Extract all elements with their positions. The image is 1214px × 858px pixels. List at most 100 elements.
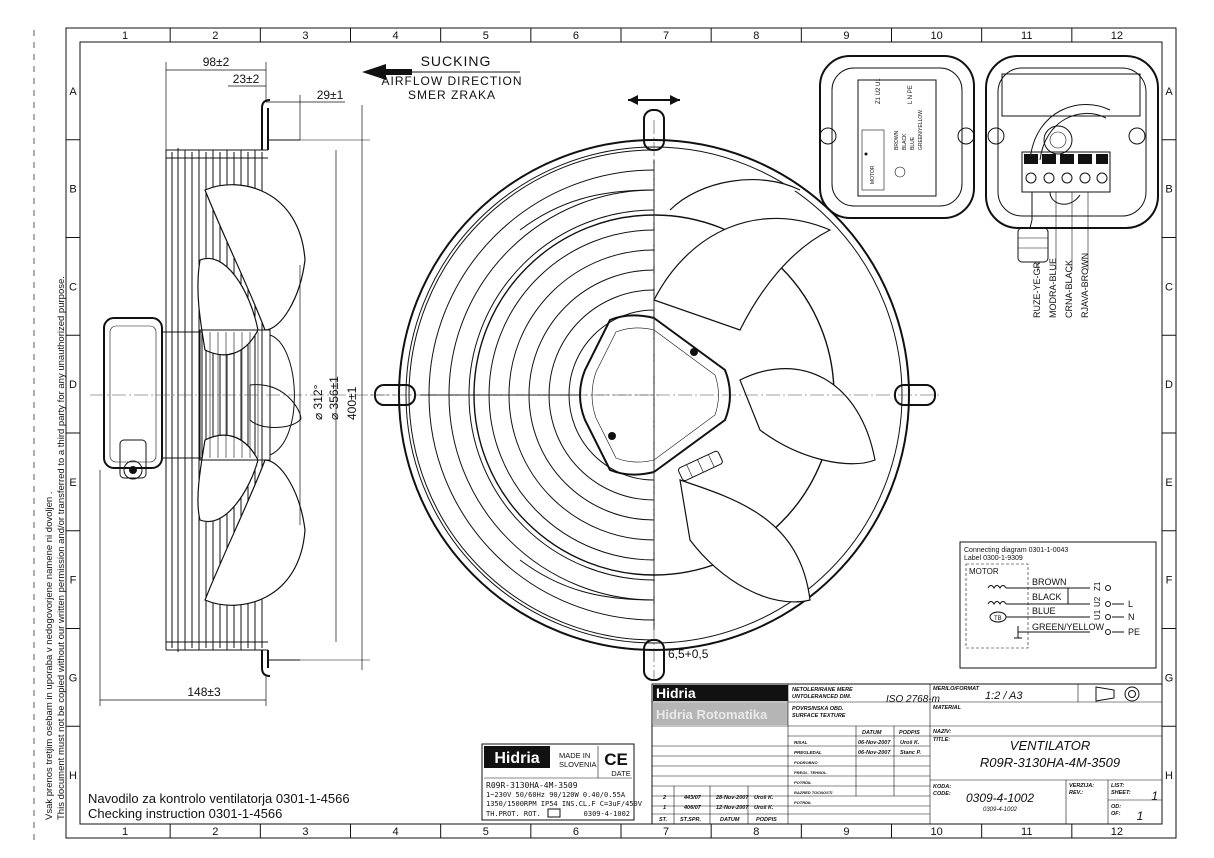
grid-row-right-F: F	[1166, 575, 1173, 587]
tb-podpis-h: PODPIS	[899, 730, 920, 736]
connect-u2: U2	[1093, 596, 1102, 607]
grid-col-bottom-10: 10	[930, 826, 942, 838]
dim-400: 400±1	[345, 386, 359, 420]
instruction-en: Checking instruction 0301-1-4566	[88, 806, 282, 821]
plate-made-in: MADE IN	[559, 751, 590, 760]
side-note: Vsak prenos tretjim osebam in uporaba v …	[33, 30, 67, 840]
tb-iso: ISO 2768-m	[886, 694, 940, 705]
tb-of-label2: OF:	[1111, 811, 1121, 817]
grid-col-top-1: 1	[122, 30, 128, 42]
plate-brand: Hidria	[494, 750, 539, 767]
projection-symbol	[1095, 686, 1140, 702]
svg-text:L N PE: L N PE	[908, 85, 914, 104]
tb-date1: 06-Nov-2007	[858, 740, 891, 746]
grid-row-right-G: G	[1165, 672, 1174, 684]
airflow-direction-en: AIRFLOW DIRECTION	[381, 74, 522, 88]
tb-datum-h: DATUM	[862, 730, 882, 736]
tb-surf-en: SURFACE TEXTURE	[792, 713, 846, 719]
rev-row-1-spr: 406/07	[683, 805, 702, 811]
connect-motor: MOTOR	[969, 567, 999, 576]
rev-row-0-st: 2	[662, 795, 666, 801]
rev-head-st: ST.	[659, 817, 668, 823]
tb-risal: RISAL	[794, 740, 808, 745]
svg-text:BLACK: BLACK	[902, 133, 908, 150]
rev-row-1-st: 1	[663, 805, 666, 811]
grid-row-right-C: C	[1165, 281, 1173, 293]
dim-312: ⌀ 312°	[311, 384, 325, 420]
rev-head-podpis: PODPIS	[756, 817, 777, 823]
grid-row-left-B: B	[69, 184, 76, 196]
svg-text:MOTOR: MOTOR	[870, 165, 876, 184]
tb-material-label: MATERIAL	[933, 705, 962, 711]
tb-code-label2: CODE:	[933, 791, 951, 797]
rev-head-datum: DATUM	[720, 817, 740, 823]
tb-sig1: Uroš K.	[900, 740, 920, 746]
tb-scale-label: MERILO/FORMAT	[933, 686, 980, 692]
dim-98: 98±2	[203, 55, 230, 69]
rating-label-plate: Hidria MADE IN SLOVENIA CE DATE R09R-313…	[481, 743, 643, 821]
plate-ce: CE	[604, 750, 628, 769]
side-view-dimensions: 98±2 23±2 29±1 148±3 ⌀ 312° ⌀ 356±1 400±…	[99, 55, 370, 706]
tb-row-small-3: RAZRED TOCNOSTI	[794, 790, 833, 795]
grid-row-right-D: D	[1165, 379, 1173, 391]
connect-tb: TB	[994, 616, 1002, 622]
fan-side-view	[90, 99, 660, 677]
tb-tol-en: UNTOLERANCED DIM.	[792, 694, 852, 700]
grid-col-bottom-12: 12	[1111, 826, 1123, 838]
grid-col-top-10: 10	[930, 30, 942, 42]
grid-col-top-6: 6	[573, 30, 579, 42]
instructions: Navodilo za kontrolo ventilatorja 0301-1…	[88, 791, 350, 821]
tb-code-sub: 0309-4-1002	[983, 807, 1018, 813]
terminal-box-open: RUZE-YE-GR MODRA-BLUE CRNA-BLACK RJAVA-B…	[985, 55, 1159, 318]
grid-row-right-A: A	[1165, 86, 1173, 98]
svg-text:Z1 U2 U1: Z1 U2 U1	[876, 78, 882, 104]
airflow-direction-sl: SMER ZRAKA	[408, 88, 496, 102]
tb-scale: 1:2 / A3	[985, 690, 1023, 702]
connect-L: L	[1128, 599, 1133, 609]
dim-29: 29±1	[317, 88, 344, 102]
dim-23: 23±2	[233, 72, 260, 86]
grid-col-bottom-8: 8	[753, 826, 759, 838]
plate-line3a: TH.PROT. ROT.	[486, 810, 541, 818]
title-block: Hidria Hidria Rotomatika	[651, 683, 1163, 825]
connect-N: N	[1128, 612, 1135, 622]
plate-line2: 1350/1500RPM IP54 INS.CL.F C=3uF/450V	[486, 800, 643, 808]
grid-col-bottom-6: 6	[573, 826, 579, 838]
svg-text:BLUE: BLUE	[910, 136, 916, 150]
rev-row-0-datum: 28-Nov-2007	[715, 795, 749, 801]
grid-col-top-5: 5	[483, 30, 489, 42]
tb-pregledal: PREGLEDAL	[794, 750, 822, 755]
tb-title2: R09R-3130HA-4M-3509	[980, 755, 1120, 770]
plate-slovenia: SLOVENIA	[559, 760, 597, 769]
grid-col-bottom-11: 11	[1021, 826, 1032, 838]
connect-brown: BROWN	[1032, 577, 1067, 587]
rev-row-0-podpis: Uroš K.	[754, 795, 774, 801]
connect-title: Connecting diagram 0301-1-0043	[964, 547, 1068, 554]
dim-148: 148±3	[187, 685, 221, 699]
side-note-line2: This document must not be copied without…	[56, 276, 67, 820]
grid-col-bottom-1: 1	[122, 826, 128, 838]
connecting-diagram: Connecting diagram 0301-1-0043 Label 030…	[959, 541, 1157, 669]
tb-row-small-2: POTRDIL	[794, 780, 812, 785]
tb-surf-sl: POVRSINSKA OBD.	[792, 706, 844, 712]
grid-row-right-H: H	[1165, 770, 1173, 782]
grid-col-top-8: 8	[753, 30, 759, 42]
wire-label-4: RJAVA-BROWN	[1080, 253, 1090, 318]
tb-sheet-label2: SHEET:	[1111, 790, 1131, 796]
grid-col-bottom-3: 3	[302, 826, 308, 838]
svg-text:BROWN: BROWN	[894, 130, 900, 150]
fan-front-view: 6,5+0,5	[370, 95, 940, 681]
tb-of-label1: OD:	[1111, 804, 1121, 810]
plate-line3b: 0309-4-1002	[584, 810, 630, 818]
dim-356: ⌀ 356±1	[327, 376, 341, 420]
side-note-line1: Vsak prenos tretjim osebam in uporaba v …	[44, 492, 55, 820]
grid-col-top-11: 11	[1021, 30, 1032, 42]
tb-name-label: NAZIV:	[933, 729, 951, 735]
grid-row-left-F: F	[70, 575, 77, 587]
tb-rev-value: 1	[1151, 789, 1158, 803]
rev-row-1-podpis: Uroš K.	[754, 805, 774, 811]
grid-col-bottom-5: 5	[483, 826, 489, 838]
tb-of-value: 1	[1137, 809, 1144, 823]
